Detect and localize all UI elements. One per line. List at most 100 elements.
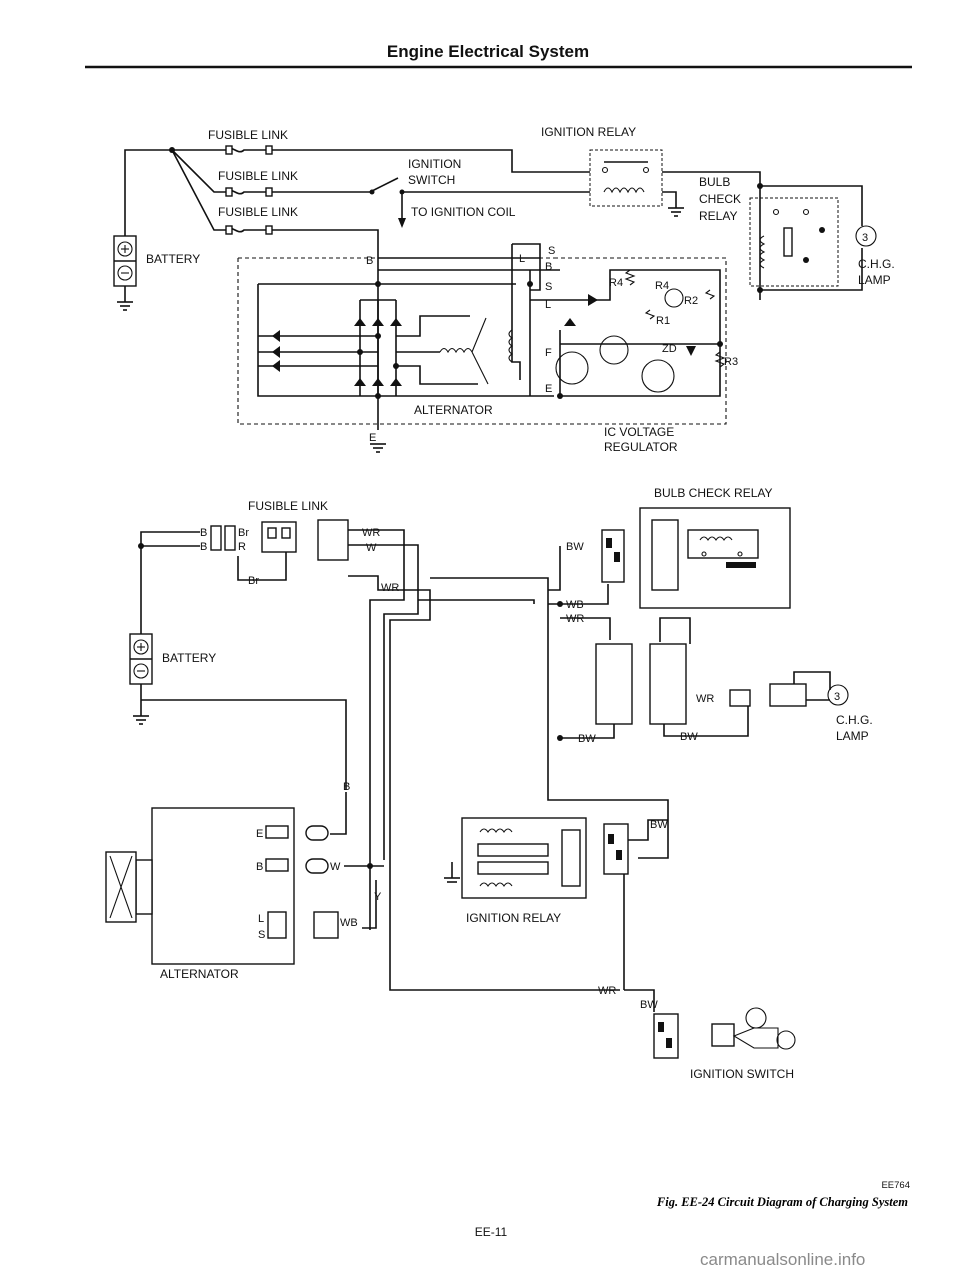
battery-negative-icon-bottom: [133, 663, 149, 679]
alt-plug-icon: [267, 911, 287, 939]
terminal-l2-label: L: [545, 299, 551, 311]
zd-label: ZD: [662, 343, 677, 355]
ignition-switch-label-bottom: IGNITION SWITCH: [690, 1067, 794, 1081]
fusible-link-label-3: FUSIBLE LINK: [218, 205, 298, 219]
wire-to-ignition-relay: [290, 149, 590, 173]
alt-term-e-icon: [265, 825, 289, 839]
r2-label: R2: [684, 295, 698, 307]
chg-lamp-label-top-2: LAMP: [858, 273, 891, 287]
ignition-relay-box-top: [589, 149, 663, 207]
zener-diode-icon: [686, 346, 696, 356]
terminal-b-label: B: [366, 255, 373, 267]
terminal-s-label: S: [548, 245, 555, 257]
figure-code: EE764: [881, 1180, 910, 1191]
transistor-2-icon: [599, 335, 629, 365]
wire-br-2: Br: [248, 575, 259, 587]
watermark: carmanualsonline.info: [700, 1250, 866, 1269]
bulb-check-relay-box-top: [749, 197, 839, 287]
battery-top: [113, 235, 137, 311]
terminal-f-label: F: [545, 347, 552, 359]
bulb-check-relay-label-bottom: BULB CHECK RELAY: [654, 486, 772, 500]
chg-lamp-icon-top: [855, 225, 877, 247]
connector-a: [601, 529, 625, 583]
bulb-check-label-1: BULB: [699, 175, 730, 189]
alt-term-s: S: [258, 929, 265, 941]
to-ignition-coil-arrow: [398, 218, 406, 228]
ignition-switch-label-2: SWITCH: [408, 173, 455, 187]
ignition-relay-label-bottom: IGNITION RELAY: [466, 911, 561, 925]
eyelet-e: [305, 825, 329, 841]
fusible-link-label-1: FUSIBLE LINK: [208, 128, 288, 142]
wire-wr-3: WR: [566, 613, 584, 625]
battery-label-top: BATTERY: [146, 252, 200, 266]
r4-resistor-icon: [624, 269, 636, 286]
bulb-check-coil-icon: [759, 235, 766, 269]
ignition-relay-coil-icon: [603, 187, 645, 194]
alternator-label-top: ALTERNATOR: [414, 403, 493, 417]
alt-term-l: L: [258, 913, 264, 925]
connector-b: [595, 643, 633, 725]
chg-lamp-number-bottom: 3: [834, 691, 840, 703]
fusible-link-block: [261, 521, 297, 553]
regulator-diode-icon: [588, 294, 598, 306]
wire-wb-alt: WB: [340, 917, 358, 929]
wire-wb-1: WB: [566, 599, 584, 611]
alt-term-e: E: [256, 828, 263, 840]
fusible-link-label-bottom: FUSIBLE LINK: [248, 499, 328, 513]
fusible-link-label-2: FUSIBLE LINK: [218, 169, 298, 183]
wire-bw-1: BW: [566, 541, 584, 553]
r1-label: R1: [656, 315, 670, 327]
ic-regulator-label-2: REGULATOR: [604, 440, 678, 454]
battery-negative-icon: [117, 265, 133, 281]
relay-connector: [603, 823, 629, 875]
chg-lamp-icon-bottom: [827, 684, 849, 706]
wire-wr-1: WR: [362, 527, 380, 539]
top-schematic: FUSIBLE LINK FUSIBLE LINK FUSIBLE LINK I…: [113, 125, 895, 454]
ignition-relay-label-top: IGNITION RELAY: [541, 125, 636, 139]
to-ignition-coil-label: TO IGNITION COIL: [411, 205, 516, 219]
battery-positive-icon-bottom: [133, 639, 149, 655]
alt-term-b: B: [256, 861, 263, 873]
wire-w-1: W: [366, 542, 377, 554]
fusible-link-wire-3: [171, 149, 379, 258]
wire-bw-5: BW: [640, 999, 658, 1011]
fusible-link-wire-1: [124, 147, 290, 243]
fusible-link-1-icon: [225, 145, 233, 155]
field-coil-icon: [508, 329, 513, 363]
fusible-link-connector-1: [210, 525, 222, 551]
battery-positive-icon: [117, 241, 133, 257]
ic-regulator-outline: [554, 257, 727, 425]
ignition-switch-contact: [369, 177, 399, 193]
ignition-switch-connector: [653, 1013, 679, 1059]
wire-br-1: Br: [238, 527, 249, 539]
connector-c: [649, 643, 687, 725]
r4b-label: R4: [655, 280, 669, 292]
alternator-label-bottom: ALTERNATOR: [160, 967, 239, 981]
chg-lamp-number-top: 3: [862, 232, 868, 244]
page-title: Engine Electrical System: [387, 42, 589, 61]
wire-y-alt: Y: [374, 891, 382, 903]
page-number: EE-11: [475, 1225, 508, 1239]
wire-bw-4: BW: [650, 819, 668, 831]
bulb-check-label-2: CHECK: [699, 192, 741, 206]
transistor-1-icon: [555, 351, 589, 385]
transistor-3-icon: [641, 359, 675, 393]
wire-b-1: B: [200, 527, 207, 539]
lamp-connector-b: [769, 683, 807, 707]
wire-bw-2: BW: [578, 733, 596, 745]
terminal-e2-label: E: [369, 432, 376, 444]
wire-wr-4: WR: [696, 693, 714, 705]
terminal-b2-label: B: [545, 261, 552, 273]
chg-lamp-label-bottom-2: LAMP: [836, 729, 869, 743]
thermistor-icon: [664, 288, 684, 308]
wire-wr-5: WR: [598, 985, 616, 997]
terminal-e-label: E: [545, 383, 552, 395]
ignition-switch-label-1: IGNITION: [408, 157, 461, 171]
terminal-s2-label: S: [545, 281, 552, 293]
alt-plug-connector: [313, 911, 339, 939]
stator-coil-icon: [439, 347, 473, 354]
r4-label: R4: [609, 277, 623, 289]
wire-wr-2: WR: [381, 582, 399, 594]
fusible-link-connector-2: [224, 525, 236, 551]
